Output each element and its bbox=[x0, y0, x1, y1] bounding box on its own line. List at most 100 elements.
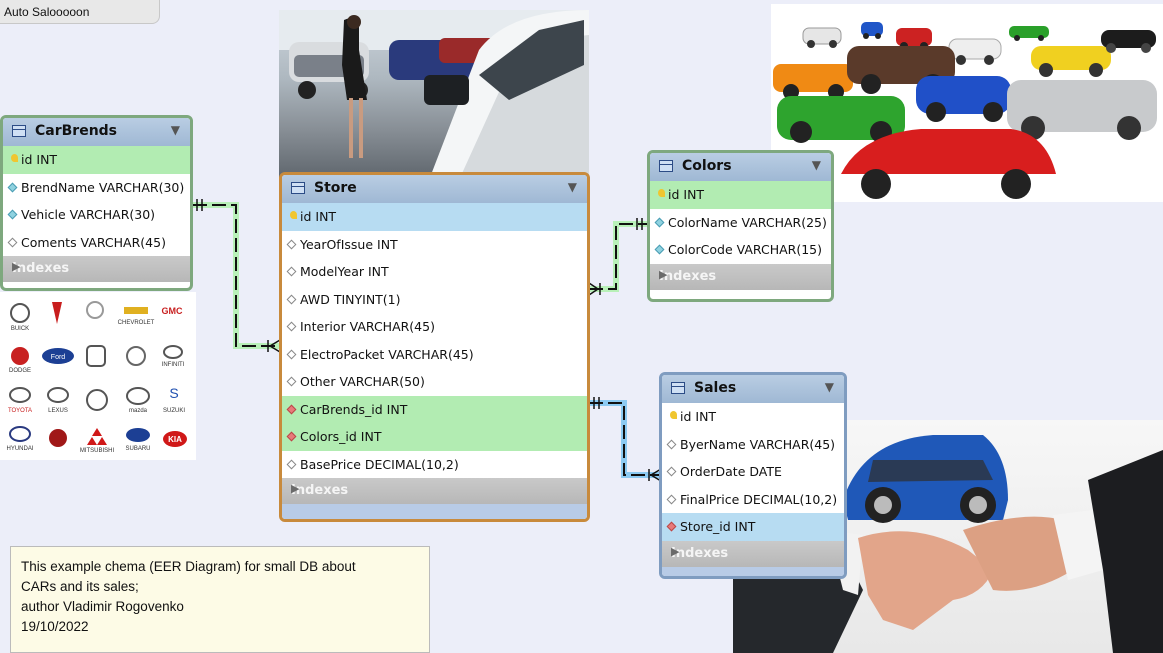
column-row[interactable]: Vehicle VARCHAR(30) bbox=[3, 201, 190, 229]
primary-key-icon bbox=[11, 154, 18, 162]
column-row[interactable]: Interior VARCHAR(45) bbox=[282, 313, 587, 341]
table-icon bbox=[659, 160, 673, 172]
table-title: Store bbox=[314, 180, 357, 196]
indexes-section[interactable]: Indexes▶ bbox=[282, 478, 587, 504]
note-line: author Vladimir Rogovenko bbox=[21, 599, 184, 614]
column-row[interactable]: id INT bbox=[662, 403, 844, 431]
column-label: ByerName VARCHAR(45) bbox=[680, 436, 836, 452]
suzuki-label: SUZUKI bbox=[163, 408, 185, 414]
column-row[interactable]: id INT bbox=[650, 181, 831, 209]
column-row[interactable]: Colors_id INT bbox=[282, 423, 587, 451]
ford-logo-icon bbox=[42, 348, 74, 364]
column-row[interactable]: BasePrice DECIMAL(10,2) bbox=[282, 451, 587, 479]
column-row[interactable]: YearOfIssue INT bbox=[282, 231, 587, 259]
column-row[interactable]: ElectroPacket VARCHAR(45) bbox=[282, 341, 587, 369]
column-label: Colors_id INT bbox=[300, 429, 382, 444]
indexes-section[interactable]: Indexes▶ bbox=[650, 263, 831, 290]
mitsubishi-logo-icon bbox=[87, 428, 107, 445]
nullable-diamond-icon bbox=[286, 376, 297, 387]
collapse-arrow-icon[interactable]: ▼ bbox=[811, 158, 821, 172]
subaru-logo-icon bbox=[126, 428, 150, 442]
colors-store-relationship bbox=[589, 223, 648, 290]
column-label: OrderDate DATE bbox=[680, 464, 782, 479]
column-diamond-icon bbox=[654, 217, 665, 227]
column-label: BrendName VARCHAR(30) bbox=[21, 179, 185, 195]
table-header[interactable]: Store ▼ bbox=[282, 175, 587, 203]
table-footer bbox=[662, 566, 844, 576]
expand-arrow-icon[interactable]: ▶ bbox=[12, 260, 21, 273]
mazda-label: mazda bbox=[129, 408, 148, 414]
column-row[interactable]: Coments VARCHAR(45) bbox=[3, 229, 190, 257]
column-row[interactable]: FinalPrice DECIMAL(10,2) bbox=[662, 486, 844, 514]
kia-logo-icon bbox=[163, 431, 187, 447]
column-row[interactable]: ColorCode VARCHAR(15) bbox=[650, 236, 831, 264]
column-label: Interior VARCHAR(45) bbox=[300, 319, 435, 334]
indexes-label: Indexes bbox=[659, 268, 717, 284]
nullable-diamond-icon bbox=[7, 237, 18, 247]
table-colors[interactable]: Colors▼ id INT ColorName VARCHAR(25) Col… bbox=[647, 150, 834, 302]
diagram-note[interactable]: This example chema (EER Diagram) for sma… bbox=[10, 546, 430, 653]
table-carbrends[interactable]: CarBrends▼ id INT BrendName VARCHAR(30) … bbox=[0, 115, 193, 291]
column-label: ElectroPacket VARCHAR(45) bbox=[300, 346, 474, 362]
column-row[interactable]: id INT bbox=[282, 203, 587, 231]
diagram-tab[interactable]: Auto Salooooon bbox=[0, 0, 160, 24]
alfa-logo-icon bbox=[49, 429, 67, 447]
toyota-label: TOYOTA bbox=[8, 408, 32, 414]
scion-logo-icon bbox=[86, 389, 108, 411]
indexes-section[interactable]: Indexes▶ bbox=[662, 540, 844, 567]
table-store[interactable]: Store ▼ id INT YearOfIssue INT ModelYear … bbox=[279, 172, 590, 522]
collapse-arrow-icon[interactable]: ▼ bbox=[170, 123, 180, 137]
table-header[interactable]: CarBrends▼ bbox=[3, 118, 190, 146]
column-label: Vehicle VARCHAR(30) bbox=[21, 207, 156, 222]
store-sales-highlight bbox=[589, 400, 661, 478]
column-label: id INT bbox=[668, 187, 705, 202]
mazda-logo-icon bbox=[126, 387, 150, 405]
collapse-arrow-icon[interactable]: ▼ bbox=[567, 180, 577, 194]
pontiac-logo-icon bbox=[52, 302, 62, 324]
column-row[interactable]: OrderDate DATE bbox=[662, 458, 844, 486]
nullable-diamond-icon bbox=[286, 239, 297, 249]
cadillac-logo-icon bbox=[86, 301, 104, 319]
indexes-section[interactable]: Indexes▶ bbox=[3, 256, 190, 282]
showroom-photo bbox=[279, 10, 589, 180]
honda-logo-icon bbox=[86, 345, 106, 367]
buick-logo-icon bbox=[10, 303, 30, 323]
column-row[interactable]: id INT bbox=[3, 146, 190, 174]
column-row[interactable]: CarBrends_id INT bbox=[282, 395, 587, 423]
colors-store-highlight bbox=[589, 221, 648, 292]
column-row[interactable]: AWD TINYINT(1) bbox=[282, 286, 587, 314]
infiniti-label: INFINITI bbox=[162, 362, 185, 368]
table-header[interactable]: Sales▼ bbox=[662, 375, 844, 403]
table-footer bbox=[282, 504, 587, 519]
column-row[interactable]: Other VARCHAR(50) bbox=[282, 368, 587, 396]
column-label: ColorCode VARCHAR(15) bbox=[668, 242, 822, 257]
kia-label: KIA bbox=[168, 435, 182, 444]
table-header[interactable]: Colors▼ bbox=[650, 153, 831, 181]
column-row[interactable]: ModelYear INT bbox=[282, 258, 587, 286]
cars-collage-photo bbox=[771, 4, 1163, 202]
column-row[interactable]: ByerName VARCHAR(45) bbox=[662, 431, 844, 459]
column-diamond-icon bbox=[7, 182, 18, 192]
column-label: id INT bbox=[680, 409, 717, 424]
expand-arrow-icon[interactable]: ▶ bbox=[671, 544, 680, 558]
column-label: ModelYear INT bbox=[300, 264, 389, 279]
nullable-diamond-icon bbox=[286, 321, 297, 332]
collapse-arrow-icon[interactable]: ▼ bbox=[824, 380, 834, 394]
nullable-diamond-icon bbox=[666, 494, 677, 504]
foreign-key-icon bbox=[666, 521, 677, 532]
chevrolet-label: CHEVROLET bbox=[118, 320, 155, 326]
primary-key-icon bbox=[658, 189, 665, 197]
lexus-label: LEXUS bbox=[48, 408, 68, 414]
dodge-logo-icon bbox=[11, 347, 29, 365]
table-icon bbox=[291, 182, 305, 194]
column-row[interactable]: Store_id INT bbox=[662, 513, 844, 541]
buick-label: BUICK bbox=[11, 326, 29, 332]
expand-arrow-icon[interactable]: ▶ bbox=[291, 482, 300, 495]
expand-arrow-icon[interactable]: ▶ bbox=[659, 267, 668, 281]
ford-label: Ford bbox=[51, 354, 66, 361]
column-row[interactable]: BrendName VARCHAR(30) bbox=[3, 174, 190, 202]
column-row[interactable]: ColorName VARCHAR(25) bbox=[650, 209, 831, 237]
mitsubishi-label: MITSUBISHI bbox=[80, 448, 115, 454]
table-sales[interactable]: Sales▼ id INT ByerName VARCHAR(45) Order… bbox=[659, 372, 847, 579]
infiniti-logo-icon bbox=[163, 345, 183, 359]
